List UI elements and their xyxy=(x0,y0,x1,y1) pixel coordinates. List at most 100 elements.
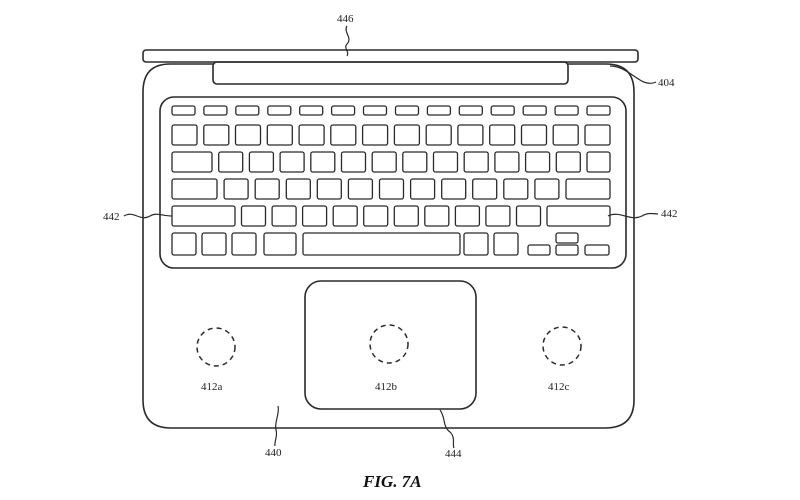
key xyxy=(402,151,428,173)
key xyxy=(394,105,420,116)
hinge-bar xyxy=(212,61,569,85)
key xyxy=(458,105,483,116)
key xyxy=(490,105,515,116)
key xyxy=(267,105,292,116)
key xyxy=(218,151,244,173)
key xyxy=(515,205,542,227)
key xyxy=(378,178,405,200)
label-trackpad: 444 xyxy=(445,448,462,460)
label-sensor-center: 412b xyxy=(375,381,398,393)
key xyxy=(503,178,529,200)
key xyxy=(301,205,328,227)
key xyxy=(330,105,356,116)
key xyxy=(432,151,459,173)
key xyxy=(203,105,228,116)
key xyxy=(298,124,325,146)
key xyxy=(546,205,611,227)
key xyxy=(279,151,305,173)
key xyxy=(171,232,197,256)
arrow-key xyxy=(584,244,610,256)
key xyxy=(472,178,498,200)
sensor-circle-left xyxy=(196,327,236,367)
leader-keyboard-left xyxy=(123,213,173,219)
key xyxy=(493,232,519,256)
key xyxy=(203,124,230,146)
figure-caption: FIG. 7A xyxy=(362,472,422,491)
key xyxy=(522,105,547,116)
key xyxy=(393,205,419,227)
key xyxy=(454,205,481,227)
label-sensor-right: 412c xyxy=(548,381,570,393)
key xyxy=(534,178,560,200)
key xyxy=(409,178,436,200)
key xyxy=(362,105,388,116)
label-palm-rest: 440 xyxy=(265,447,282,459)
sensor-circle-center xyxy=(369,324,409,364)
key xyxy=(201,232,227,256)
key xyxy=(457,124,484,146)
leader-hinge xyxy=(609,65,657,84)
key xyxy=(330,124,357,146)
key xyxy=(223,178,249,200)
leader-palm-rest xyxy=(274,405,280,447)
key xyxy=(271,205,297,227)
key xyxy=(554,105,579,116)
key xyxy=(361,124,389,146)
key xyxy=(485,205,511,227)
key xyxy=(441,178,467,200)
key xyxy=(302,232,461,256)
key xyxy=(426,105,452,116)
key xyxy=(463,232,489,256)
key xyxy=(171,105,196,116)
label-sensor-left: 412a xyxy=(201,381,223,393)
label-keyboard-left: 442 xyxy=(103,211,120,223)
key xyxy=(565,178,611,200)
key xyxy=(285,178,311,200)
key xyxy=(520,124,548,146)
key xyxy=(347,178,374,200)
key xyxy=(171,151,213,173)
key xyxy=(586,151,611,173)
arrow-key xyxy=(555,244,579,256)
key xyxy=(494,151,520,173)
leader-display xyxy=(345,25,350,57)
leader-trackpad xyxy=(439,409,455,449)
key xyxy=(425,124,452,146)
key xyxy=(240,205,267,227)
key xyxy=(489,124,516,146)
key xyxy=(316,178,342,200)
arrow-key xyxy=(555,232,579,244)
key xyxy=(171,124,198,146)
key xyxy=(171,178,218,200)
key xyxy=(266,124,293,146)
key xyxy=(363,205,389,227)
key xyxy=(234,124,262,146)
key xyxy=(586,105,611,116)
label-keyboard-right: 442 xyxy=(661,208,678,220)
key xyxy=(332,205,358,227)
display-lid xyxy=(142,49,639,63)
key xyxy=(524,151,551,173)
label-hinge: 404 xyxy=(658,77,675,89)
keyboard-keys xyxy=(171,105,611,256)
key xyxy=(310,151,336,173)
arrow-key xyxy=(527,244,551,256)
key xyxy=(263,232,297,256)
key xyxy=(393,124,421,146)
key xyxy=(171,205,236,227)
key xyxy=(584,124,611,146)
label-display: 446 xyxy=(337,13,354,25)
key xyxy=(340,151,367,173)
sensor-circle-right xyxy=(542,326,582,366)
key xyxy=(231,232,257,256)
leader-keyboard-right xyxy=(607,212,659,219)
trackpad xyxy=(304,280,477,410)
key xyxy=(555,151,581,173)
key xyxy=(552,124,579,146)
key xyxy=(254,178,280,200)
key xyxy=(248,151,275,173)
key xyxy=(299,105,324,116)
key xyxy=(235,105,260,116)
key xyxy=(424,205,450,227)
